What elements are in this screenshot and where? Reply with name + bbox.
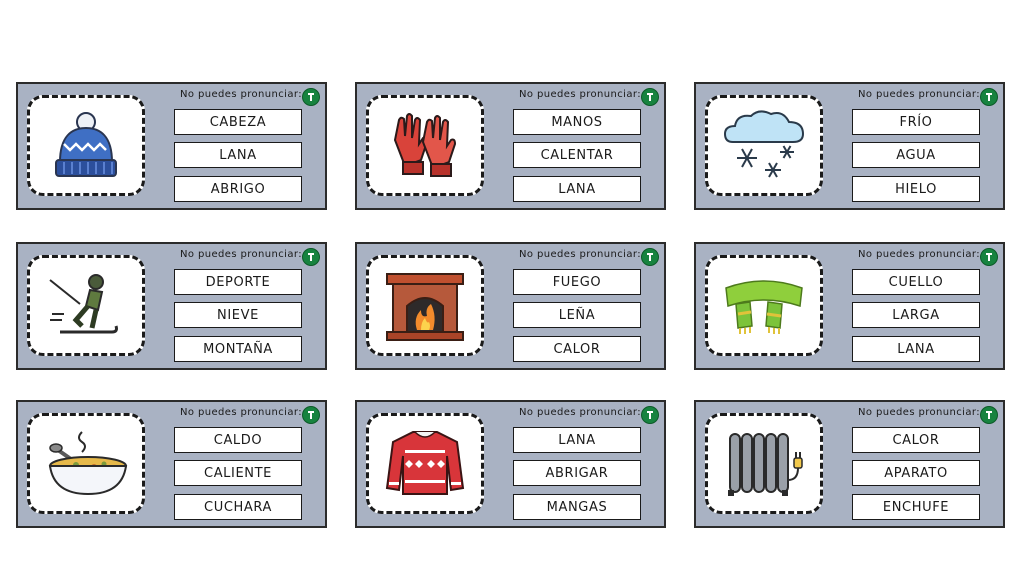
taboo-card-fireplace: No puedes pronunciar: FUEGO LEÑA CALOR bbox=[355, 242, 666, 370]
card-image-frame bbox=[27, 95, 145, 196]
forbidden-words-label: No puedes pronunciar: bbox=[180, 89, 302, 100]
scarf-icon bbox=[725, 279, 803, 334]
forbidden-word: LANA bbox=[852, 336, 980, 362]
forbidden-words-label: No puedes pronunciar: bbox=[858, 407, 980, 418]
taboo-card-hat: No puedes pronunciar: CABEZA LANA ABRIGO bbox=[16, 82, 327, 210]
forbidden-word: AGUA bbox=[852, 142, 980, 168]
forbidden-word: LARGA bbox=[852, 302, 980, 328]
card-image-frame bbox=[27, 413, 145, 514]
taboo-card-ski: No puedes pronunciar: DEPORTE NIEVE MONT… bbox=[16, 242, 327, 370]
taboo-card-gloves: No puedes pronunciar: MANOS CALENTAR LAN… bbox=[355, 82, 666, 210]
taboo-card-scarf: No puedes pronunciar: CUELLO LARGA LANA bbox=[694, 242, 1005, 370]
skier-icon bbox=[49, 273, 118, 333]
forbidden-word: HIELO bbox=[852, 176, 980, 202]
green-badge-icon bbox=[302, 88, 320, 106]
forbidden-word: CALIENTE bbox=[174, 460, 302, 486]
forbidden-words-label: No puedes pronunciar: bbox=[519, 249, 641, 260]
forbidden-word: LANA bbox=[174, 142, 302, 168]
forbidden-word: CALOR bbox=[852, 427, 980, 453]
forbidden-word: MANOS bbox=[513, 109, 641, 135]
forbidden-words-label: No puedes pronunciar: bbox=[519, 407, 641, 418]
card-image-frame bbox=[705, 255, 823, 356]
green-badge-icon bbox=[980, 88, 998, 106]
forbidden-word: CALENTAR bbox=[513, 142, 641, 168]
forbidden-word: LANA bbox=[513, 176, 641, 202]
wool-hat-icon bbox=[55, 111, 117, 177]
card-image-frame bbox=[366, 413, 484, 514]
forbidden-words-label: No puedes pronunciar: bbox=[858, 249, 980, 260]
green-badge-icon bbox=[641, 88, 659, 106]
forbidden-word: MANGAS bbox=[513, 494, 641, 520]
forbidden-word: NIEVE bbox=[174, 302, 302, 328]
forbidden-word: FUEGO bbox=[513, 269, 641, 295]
sweater-icon bbox=[385, 430, 465, 495]
taboo-card-snow: No puedes pronunciar: FRÍO AGUA HIELO bbox=[694, 82, 1005, 210]
forbidden-word: APARATO bbox=[852, 460, 980, 486]
card-image-frame bbox=[27, 255, 145, 356]
taboo-card-sweater: No puedes pronunciar: LANA ABRIGAR MANGA… bbox=[355, 400, 666, 528]
forbidden-word: CUELLO bbox=[852, 269, 980, 295]
forbidden-words-label: No puedes pronunciar: bbox=[519, 89, 641, 100]
green-badge-icon bbox=[641, 406, 659, 424]
snow-cloud-icon bbox=[723, 109, 805, 177]
taboo-card-radiator: No puedes pronunciar: CALOR APARATO ENCH… bbox=[694, 400, 1005, 528]
green-badge-icon bbox=[980, 406, 998, 424]
forbidden-words-label: No puedes pronunciar: bbox=[180, 407, 302, 418]
gloves-icon bbox=[393, 112, 457, 177]
forbidden-word: DEPORTE bbox=[174, 269, 302, 295]
forbidden-word: CUCHARA bbox=[174, 494, 302, 520]
card-image-frame bbox=[705, 413, 823, 514]
card-image-frame bbox=[705, 95, 823, 196]
forbidden-word: LEÑA bbox=[513, 302, 641, 328]
forbidden-word: FRÍO bbox=[852, 109, 980, 135]
card-image-frame bbox=[366, 255, 484, 356]
forbidden-words-label: No puedes pronunciar: bbox=[858, 89, 980, 100]
green-badge-icon bbox=[302, 406, 320, 424]
forbidden-word: MONTAÑA bbox=[174, 336, 302, 362]
fireplace-icon bbox=[386, 272, 464, 341]
forbidden-word: LANA bbox=[513, 427, 641, 453]
forbidden-word: ABRIGAR bbox=[513, 460, 641, 486]
taboo-card-soup: No puedes pronunciar: CALDO CALIENTE CUC… bbox=[16, 400, 327, 528]
green-badge-icon bbox=[980, 248, 998, 266]
forbidden-word: ENCHUFE bbox=[852, 494, 980, 520]
forbidden-words-label: No puedes pronunciar: bbox=[180, 249, 302, 260]
forbidden-word: CALOR bbox=[513, 336, 641, 362]
green-badge-icon bbox=[641, 248, 659, 266]
green-badge-icon bbox=[302, 248, 320, 266]
forbidden-word: CALDO bbox=[174, 427, 302, 453]
forbidden-word: ABRIGO bbox=[174, 176, 302, 202]
card-image-frame bbox=[366, 95, 484, 196]
radiator-icon bbox=[728, 432, 803, 496]
forbidden-word: CABEZA bbox=[174, 109, 302, 135]
soup-bowl-icon bbox=[48, 430, 128, 495]
